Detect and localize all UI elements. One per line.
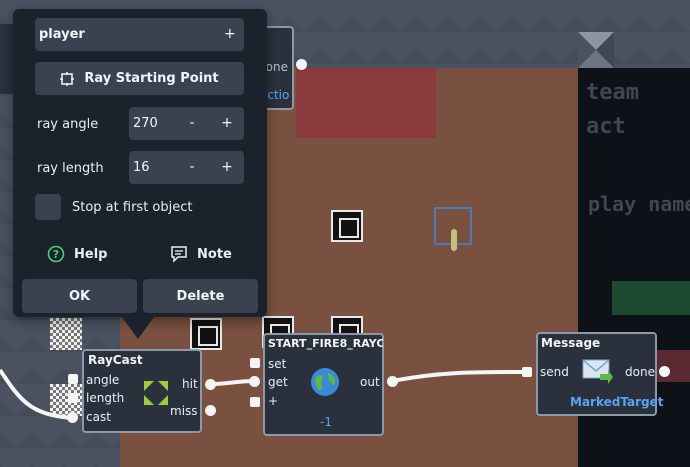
message-send-port[interactable]	[522, 367, 532, 377]
crosshair-icon	[60, 71, 75, 86]
wire-cast	[0, 368, 74, 420]
start-fire-value: -1	[320, 415, 332, 429]
ray-length-minus-button[interactable]: -	[189, 159, 195, 175]
ray-angle-value[interactable]: 270	[133, 116, 158, 131]
envelope-icon	[582, 359, 613, 384]
checker-tile	[50, 318, 82, 350]
start-fire-get-port[interactable]	[249, 376, 260, 387]
message-input-send: send	[540, 365, 569, 379]
ray-length-plus-button[interactable]: +	[221, 159, 233, 175]
popup-pointer	[122, 317, 154, 339]
ray-length-field[interactable]: 16 - +	[129, 151, 244, 184]
note-label: Note	[197, 246, 232, 262]
bg-text-team: team	[586, 80, 639, 105]
ray-start-label: Ray Starting Point	[84, 71, 219, 86]
ray-angle-minus-button[interactable]: -	[189, 115, 195, 131]
green-strip	[612, 281, 690, 315]
partial-node-done-port[interactable]	[296, 59, 307, 70]
raycast-hit-port[interactable]	[205, 379, 216, 390]
message-link[interactable]: MarkedTarget	[570, 395, 664, 409]
tank-sprite-icon[interactable]	[190, 318, 222, 350]
ray-length-value[interactable]: 16	[133, 160, 150, 175]
start-fire-set-port[interactable]	[250, 358, 260, 368]
red-zone-area	[296, 68, 436, 138]
bg-text-act: act	[586, 114, 626, 139]
raycast-input-angle: angle	[86, 373, 120, 387]
start-fire-plus-port[interactable]	[250, 397, 260, 407]
raycast-arrows-icon	[144, 381, 168, 405]
help-icon: ?	[47, 245, 65, 263]
raycast-cast-port[interactable]	[67, 412, 78, 423]
help-label: Help	[74, 246, 108, 262]
tank-sprite-icon[interactable]	[331, 210, 363, 242]
raycast-miss-port[interactable]	[205, 405, 216, 416]
raycast-input-length: length	[86, 391, 125, 405]
raycast-angle-port[interactable]	[68, 374, 78, 384]
start-fire-out-port[interactable]	[387, 376, 398, 387]
left-partial-node	[0, 24, 14, 94]
ray-angle-field[interactable]: 270 - +	[129, 107, 244, 140]
ray-length-label: ray length	[37, 161, 104, 176]
stop-first-label: Stop at first object	[72, 200, 193, 215]
start-fire-input-plus: +	[268, 394, 279, 408]
raycast-node[interactable]: RayCast angle length cast hit miss	[82, 349, 202, 433]
stick-sprite	[451, 229, 457, 251]
ray-start-button[interactable]: Ray Starting Point	[35, 62, 244, 95]
ray-angle-plus-button[interactable]: +	[221, 115, 233, 131]
globe-icon	[311, 368, 339, 396]
raycast-output-hit: hit	[182, 377, 198, 391]
message-output-done: done	[625, 365, 655, 379]
delete-button[interactable]: Delete	[143, 279, 258, 313]
start-fire-node[interactable]: START_FIRE8_RAYCA set get + out -1	[263, 333, 384, 436]
start-fire-input-get: get	[268, 375, 288, 389]
raycast-length-port[interactable]	[68, 393, 78, 403]
wire-out-send	[391, 370, 528, 383]
start-fire-input-set: set	[268, 357, 287, 371]
ray-angle-label: ray angle	[37, 117, 99, 132]
ok-button[interactable]: OK	[22, 279, 137, 313]
message-done-port[interactable]	[659, 366, 670, 377]
message-node[interactable]: Message send done MarkedTarget	[536, 332, 663, 416]
note-button[interactable]: Note	[170, 245, 232, 263]
note-icon	[171, 246, 187, 263]
raycast-config-popup: player + Ray Starting Point ray angle 27…	[13, 9, 267, 317]
cross-tile	[578, 32, 614, 68]
raycast-output-miss: miss	[170, 404, 198, 418]
svg-text:?: ?	[53, 248, 59, 261]
stop-first-checkbox[interactable]	[35, 194, 61, 220]
raycast-input-cast: cast	[86, 410, 111, 424]
start-fire-node-title: START_FIRE8_RAYCA	[268, 337, 383, 350]
target-add-button[interactable]: +	[224, 26, 236, 42]
message-node-title: Message	[541, 336, 601, 350]
bg-text-play-name: play name	[588, 192, 690, 216]
target-select[interactable]: player +	[35, 18, 244, 51]
start-fire-output-out: out	[360, 375, 380, 389]
raycast-node-title: RayCast	[88, 353, 143, 367]
partial-node-link[interactable]: ectio	[260, 88, 290, 102]
help-button[interactable]: ? Help	[47, 245, 107, 263]
cross-tile-icon	[578, 32, 614, 68]
target-value: player	[39, 27, 85, 42]
